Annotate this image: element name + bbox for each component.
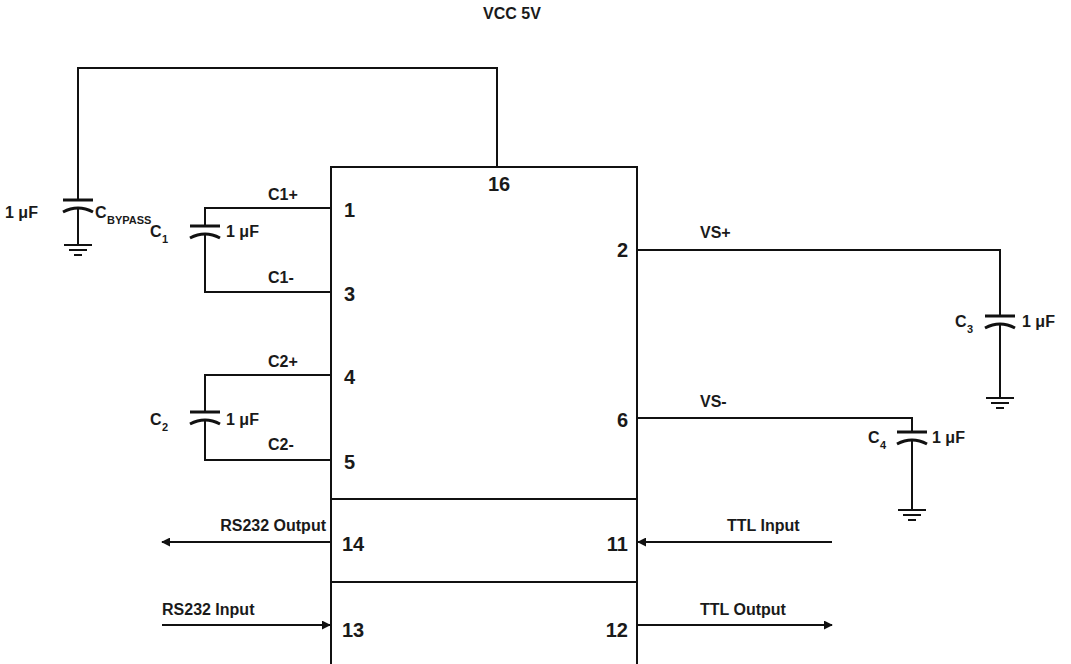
ground-symbol — [64, 245, 92, 255]
schematic-label: BYPASS — [107, 215, 151, 226]
schematic-label: 1 μF — [226, 412, 259, 428]
capacitor-plate — [897, 431, 927, 434]
pin-number: 6 — [617, 410, 628, 430]
schematic-label: C1- — [268, 270, 294, 286]
schematic-label: 4 — [880, 440, 886, 451]
signal-arrow — [162, 541, 330, 543]
c1-wire — [205, 208, 330, 226]
ground-wire — [77, 208, 79, 245]
ic-block: 13 12 — [330, 581, 638, 664]
pin-number: 13 — [342, 620, 364, 640]
ground-symbol — [898, 510, 926, 520]
signal-arrow — [638, 624, 832, 626]
schematic-label: TTL Output — [700, 602, 786, 618]
schematic-label: 1 μF — [226, 224, 259, 240]
ground-symbol — [986, 398, 1014, 408]
capacitor-plate — [63, 199, 93, 202]
schematic-label: VS+ — [700, 225, 731, 241]
schematic-label: C — [868, 430, 880, 446]
schematic-label: 3 — [967, 324, 973, 335]
schematic-label: 1 μF — [932, 430, 965, 446]
schematic-label: 1 μF — [1022, 314, 1055, 330]
pin-number: 5 — [344, 452, 355, 472]
pin-number: 14 — [342, 534, 364, 554]
schematic-label: C1+ — [268, 187, 298, 203]
pin-number: 3 — [344, 284, 355, 304]
schematic-label: TTL Input — [727, 518, 800, 534]
c2-wire — [205, 375, 330, 412]
pin-number: 1 — [344, 200, 355, 220]
schematic-label: 1 — [162, 234, 168, 245]
schematic-label: VCC 5V — [483, 6, 541, 22]
vcc-wire — [78, 68, 497, 200]
pin-number: 12 — [606, 620, 628, 640]
schematic-label: C — [955, 314, 967, 330]
capacitor-plate — [190, 225, 220, 228]
schematic-label: C — [95, 205, 107, 221]
ground-wire — [911, 440, 913, 510]
pin-number: 16 — [488, 174, 510, 194]
ic-block: 14 11 — [330, 498, 638, 583]
schematic-label: 2 — [162, 422, 168, 433]
pin-number: 4 — [344, 367, 355, 387]
pin-number: 2 — [617, 240, 628, 260]
schematic-label: C2- — [268, 437, 294, 453]
signal-arrow — [638, 541, 832, 543]
schematic-label: 1 μF — [5, 205, 38, 221]
capacitor-plate — [190, 411, 220, 414]
schematic-label: C2+ — [268, 354, 298, 370]
schematic-label: RS232 Output — [220, 518, 326, 534]
c2-wire — [205, 420, 330, 460]
capacitor-plate — [985, 315, 1015, 318]
schematic-label: VS- — [700, 394, 727, 410]
pin-number: 11 — [607, 534, 628, 554]
ground-wire — [999, 324, 1001, 398]
signal-arrow — [162, 624, 330, 626]
c1-wire — [205, 234, 330, 292]
ic-block: 16 1 2 3 4 5 6 — [330, 166, 638, 500]
schematic-label: C — [150, 412, 162, 428]
schematic-label: RS232 Input — [162, 602, 254, 618]
schematic-label: C — [150, 224, 162, 240]
vs-plus-wire — [638, 250, 1000, 316]
